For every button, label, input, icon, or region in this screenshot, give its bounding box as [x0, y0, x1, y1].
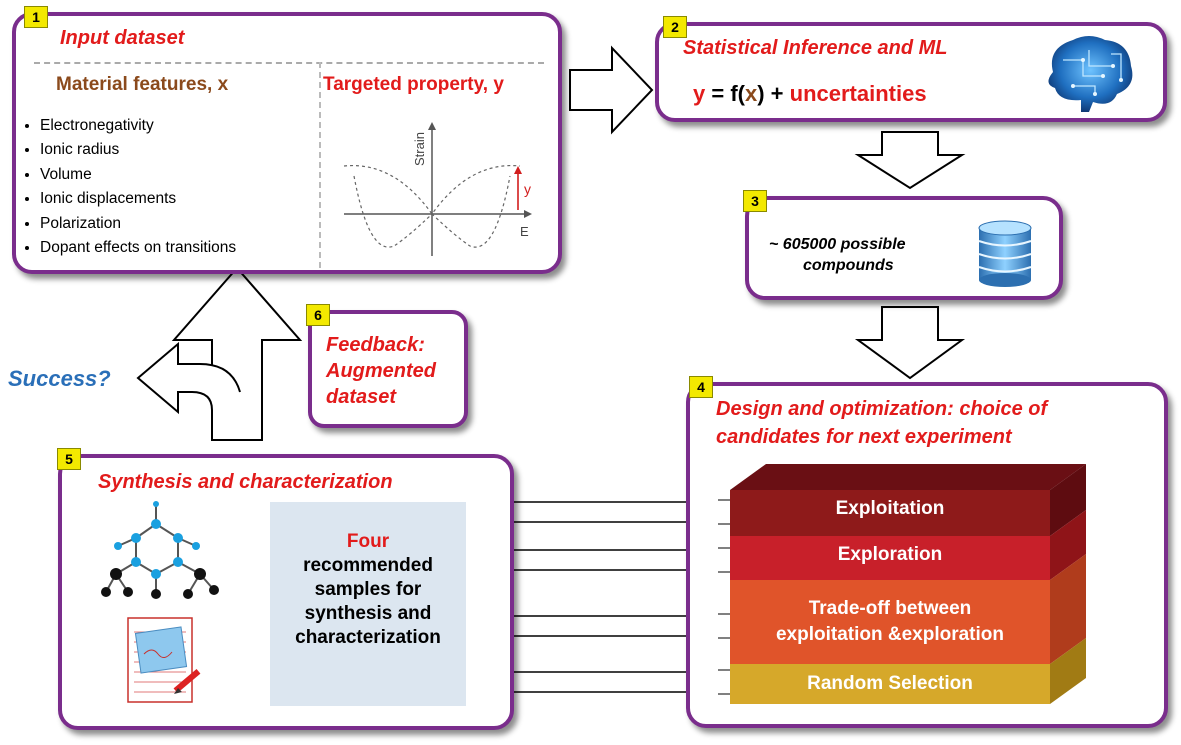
candidate-count-line1: ~ 605000 possible [769, 236, 906, 253]
feature-item: Electronegativity [40, 114, 236, 138]
recommendation-line: synthesis and [304, 603, 432, 624]
success-label: Success? [8, 366, 111, 391]
step-badge-6: 6 [306, 304, 330, 326]
layer-exploration-label: Exploration [837, 544, 943, 565]
candidate-count-line2: compounds [803, 257, 894, 274]
brain-icon [1048, 36, 1133, 112]
strain-field-plot: Strain E y [343, 122, 532, 256]
recommendation-count: Four [346, 531, 390, 552]
features-header: Material features, x [56, 74, 229, 95]
feedback-line: dataset [326, 386, 397, 408]
plot-ylabel: Strain [412, 132, 427, 166]
statistical-inference-box: Statistical Inference and ML y = f(x) + … [655, 22, 1167, 122]
recommendation-line: samples for [314, 579, 422, 600]
design-title-line1: Design and optimization: choice of [716, 398, 1048, 420]
equation-x: x [744, 81, 758, 106]
design-title-line2: candidates for next experiment [716, 426, 1012, 448]
model-equation: y = f(x) + uncertainties [693, 81, 927, 107]
step-badge-1: 1 [24, 6, 48, 28]
synthesis-box: Synthesis and characterization Four reco… [58, 454, 514, 730]
recommendation-text: Four recommended samples for synthesis a… [270, 530, 466, 650]
feature-item: Ionic radius [40, 138, 236, 162]
recommendation-line: recommended [303, 555, 433, 576]
recommendation-line: characterization [295, 627, 441, 648]
statistical-inference-title: Statistical Inference and ML [683, 37, 948, 59]
plot-marker-y: y [524, 181, 531, 197]
equation-part: ) + [757, 81, 790, 106]
feature-item: Ionic displacements [40, 187, 236, 211]
step-badge-3: 3 [743, 190, 767, 212]
arrow-success-branch [136, 341, 241, 440]
candidate-count-text: ~ 605000 possible compounds [769, 234, 906, 276]
input-dataset-box: Input dataset Material features, x Targe… [12, 12, 562, 274]
synthesis-title: Synthesis and characterization [98, 471, 393, 493]
feedback-line: Feedback: [326, 334, 425, 356]
recommendation-panel [270, 502, 466, 706]
database-icon [978, 220, 1032, 287]
step-badge-5: 5 [57, 448, 81, 470]
arrow-feedback-up [171, 266, 303, 441]
molecule-icon [101, 501, 219, 599]
notepad-icon [127, 617, 201, 703]
equation-part: = f( [705, 81, 745, 106]
feature-item: Dopant effects on transitions [40, 236, 236, 260]
arrow-2-to-3 [854, 131, 966, 190]
arrow-3-to-4 [854, 306, 966, 380]
property-header: Targeted property, y [323, 74, 504, 95]
layer-exploitation-label: Exploitation [835, 498, 945, 519]
feedback-line: Augmented [326, 360, 436, 382]
feature-item: Polarization [40, 212, 236, 236]
feature-item: Volume [40, 163, 236, 187]
candidate-space-box: ~ 605000 possible compounds [745, 196, 1063, 300]
step-badge-4: 4 [689, 376, 713, 398]
feedback-box: Feedback: Augmented dataset [308, 310, 468, 428]
equation-y: y [693, 81, 706, 106]
step-badge-2: 2 [663, 16, 687, 38]
layer-random-label: Random Selection [807, 673, 973, 694]
feature-list: Electronegativity Ionic radius Volume Io… [20, 114, 236, 260]
arrow-1-to-2 [569, 45, 654, 135]
plot-xlabel: E [520, 224, 529, 239]
input-dataset-title: Input dataset [60, 27, 185, 49]
layer-tradeoff-label-2: exploitation &exploration [775, 624, 1005, 645]
equation-uncertainties: uncertainties [789, 81, 927, 106]
feedback-text: Feedback: Augmented dataset [326, 332, 436, 410]
layer-tradeoff-label-1: Trade-off between [808, 598, 972, 619]
